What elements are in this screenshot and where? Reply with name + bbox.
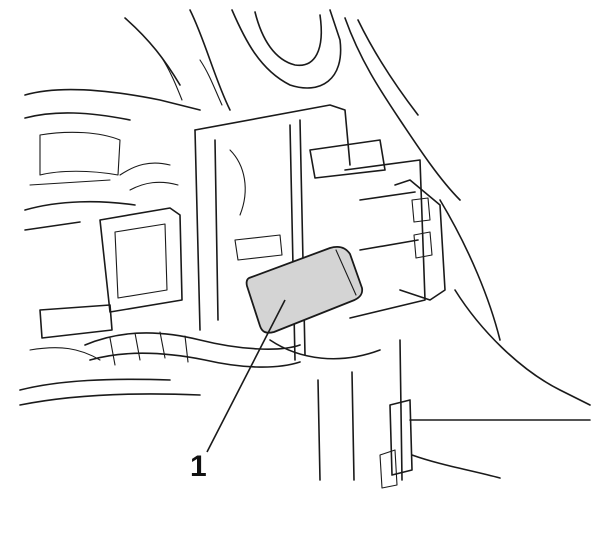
callout-label-1: 1 <box>190 450 207 483</box>
callout-leader-line <box>206 299 286 453</box>
switch-block <box>99 162 183 313</box>
lower-support <box>317 339 591 489</box>
highlighted-module <box>245 245 364 334</box>
module-housing <box>194 104 426 361</box>
column-shroud <box>124 9 461 201</box>
connector-bracket <box>394 179 591 406</box>
highlighted-module-edge <box>335 249 357 296</box>
wiring-harness <box>84 331 301 368</box>
left-trim-panel <box>19 88 201 406</box>
